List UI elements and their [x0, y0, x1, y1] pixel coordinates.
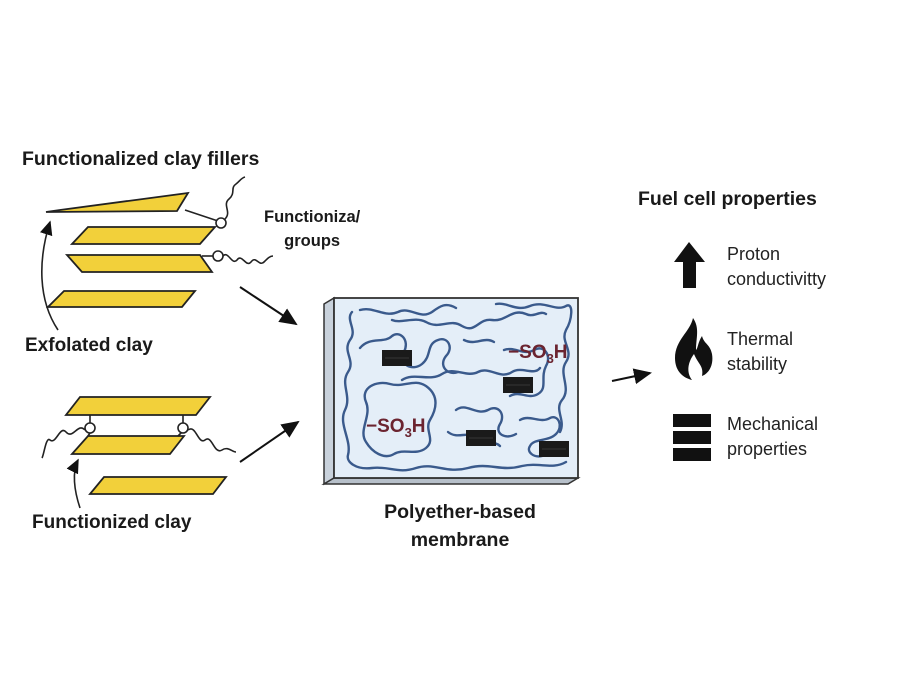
property-line2: conductivitty — [727, 269, 827, 289]
membrane-label: Polyether-based membrane — [350, 498, 570, 554]
membrane-label-line2: membrane — [410, 529, 510, 551]
clay-platelet — [64, 396, 212, 416]
functional-groups-label: Functioniza/ groups — [264, 205, 360, 253]
arrow-exfoliated-to-membrane — [239, 286, 298, 326]
exfoliated-clay-stack — [45, 191, 217, 308]
up-arrow-icon — [674, 242, 705, 288]
property-line2: stability — [727, 354, 788, 374]
clay-platelet — [65, 254, 214, 273]
property-proton-conductivity: Proton conductivitty — [727, 242, 826, 292]
property-line2: properties — [727, 439, 808, 459]
arrow-functionized-to-membrane — [239, 420, 300, 463]
property-line1: Mechanical — [727, 414, 819, 434]
clay-platelet — [45, 290, 197, 308]
so3h-group-1: −SO3H — [508, 342, 568, 366]
exfoliated-clay-label: Exfolated clay — [25, 335, 153, 356]
property-thermal-stability: Thermal stability — [727, 327, 793, 377]
arrow-membrane-to-properties — [611, 368, 652, 385]
fuel-cell-properties-title: Fuel cell properties — [638, 188, 817, 210]
stacked-bars-icon — [673, 414, 711, 461]
membrane-label-line1: Polyether-based — [384, 501, 536, 523]
functional-group-tethers — [184, 176, 274, 265]
functionized-clay-stack — [64, 396, 228, 495]
clay-platelet — [69, 435, 186, 455]
functionized-pointer-arrow — [66, 458, 81, 509]
polyether-membrane: −SO3H −SO3H — [321, 296, 581, 486]
functionalized-clay-fillers-title: Functionalized clay fillers — [22, 148, 260, 170]
clay-platelet — [45, 191, 190, 213]
property-mechanical-properties: Mechanical properties — [727, 412, 818, 462]
clay-platelet — [69, 226, 217, 245]
functionized-clay-label: Functionized clay — [32, 512, 192, 533]
so3h-group-2: −SO3H — [366, 416, 426, 440]
property-line1: Thermal — [727, 329, 794, 349]
clay-platelet — [88, 476, 228, 495]
property-line1: Proton — [727, 244, 781, 264]
crosslink-tethers — [41, 415, 237, 459]
functional-groups-label-line1: Functioniza/ — [264, 208, 361, 226]
exfoliated-pointer-arrow — [40, 220, 59, 331]
functional-groups-label-line2: groups — [284, 232, 341, 250]
flame-icon — [675, 318, 713, 380]
polymer-chains — [341, 302, 573, 472]
